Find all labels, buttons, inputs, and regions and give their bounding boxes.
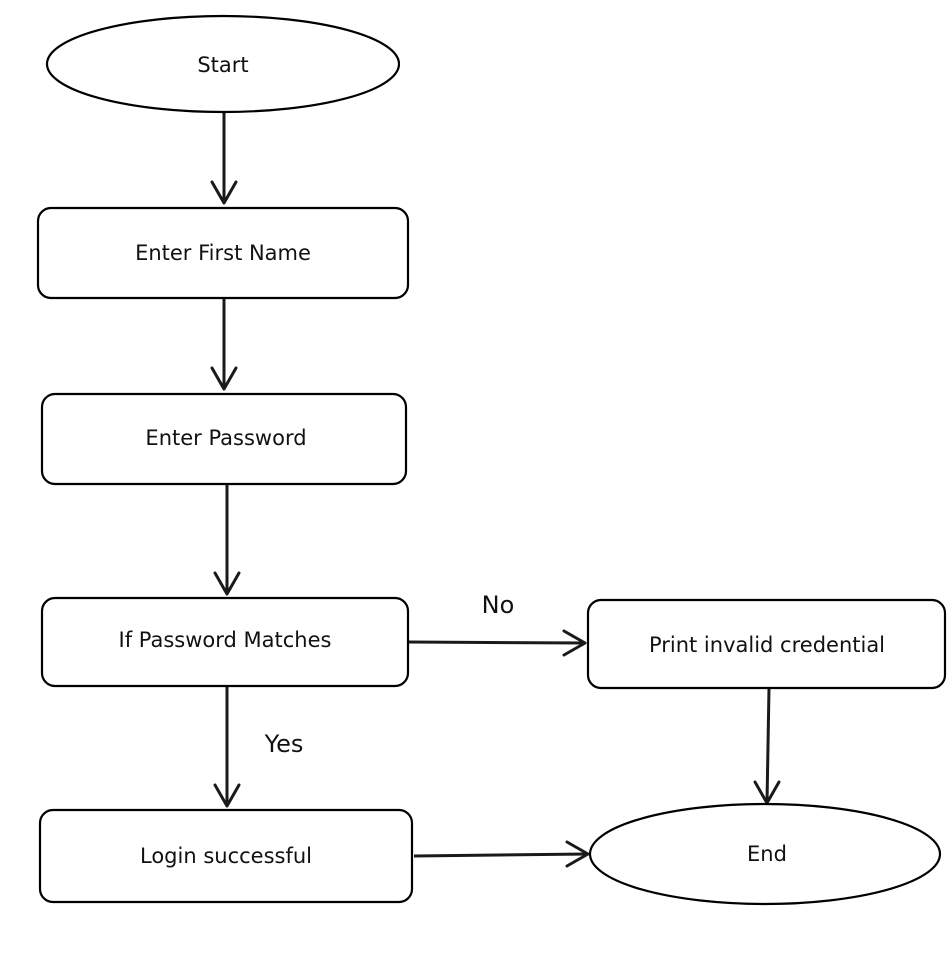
node-if-password-matches: If Password Matches [40, 596, 410, 688]
edge-label-yes: Yes [264, 730, 304, 758]
node-end-label: End [747, 842, 787, 866]
edge-password-to-match [213, 484, 241, 596]
edge-first-name-to-password [210, 298, 238, 391]
edge-start-to-first-name [210, 112, 238, 205]
node-print-invalid-label: Print invalid credential [649, 633, 885, 657]
node-login-successful-label: Login successful [140, 844, 312, 868]
node-start-label: Start [197, 53, 248, 77]
edge-label-no: No [482, 591, 515, 619]
edge-match-no [407, 629, 587, 657]
edge-login-to-end [413, 840, 590, 868]
node-login-successful: Login successful [38, 808, 414, 904]
node-enter-first-name: Enter First Name [36, 206, 410, 300]
node-enter-first-name-label: Enter First Name [135, 241, 311, 265]
node-enter-password-label: Enter Password [145, 426, 306, 450]
node-enter-password: Enter Password [40, 392, 408, 486]
node-print-invalid: Print invalid credential [586, 598, 947, 690]
node-if-password-matches-label: If Password Matches [119, 628, 332, 652]
node-end: End [588, 802, 942, 906]
node-start: Start [45, 14, 401, 114]
edge-invalid-to-end [753, 687, 781, 805]
edge-match-yes [213, 686, 241, 808]
